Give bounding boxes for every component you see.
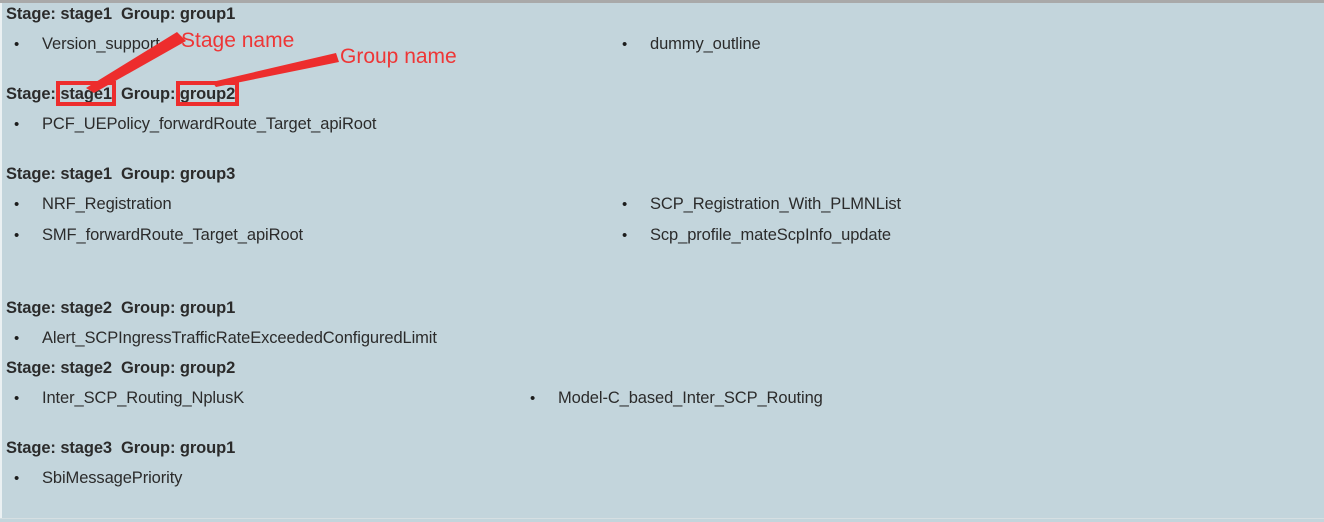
top-divider — [0, 0, 1324, 3]
bottom-page-border — [0, 518, 1324, 519]
list-item: • Version_support — [14, 35, 160, 54]
group-label: Group: — [121, 165, 176, 183]
section-heading: Stage: stage2 Group: group2 — [6, 359, 235, 378]
group-label: Group: — [121, 359, 176, 377]
section-heading: Stage: stage3 Group: group1 — [6, 439, 235, 458]
stage-value: stage1 — [60, 85, 112, 103]
group-value: group1 — [179, 299, 236, 317]
section-heading: Stage: stage1 Group: group2 — [6, 85, 235, 104]
list-item-label: Model-C_based_Inter_SCP_Routing — [558, 389, 823, 407]
list-item-label: SMF_forwardRoute_Target_apiRoot — [42, 226, 304, 244]
stage-label: Stage: — [6, 299, 56, 317]
list-item: • SMF_forwardRoute_Target_apiRoot — [14, 226, 303, 245]
list-item: • PCF_UEPolicy_forwardRoute_Target_apiRoo… — [14, 115, 377, 134]
group-label: Group: — [121, 299, 176, 317]
stage-label: Stage: — [6, 165, 56, 183]
stage-value: stage2 — [60, 299, 112, 317]
list-item-label: dummy_outline — [650, 35, 761, 53]
bullet-icon: • — [530, 390, 536, 407]
list-item: • NRF_Registration — [14, 195, 172, 214]
list-item-label: Alert_SCPIngressTrafficRateExceededConfi… — [42, 329, 437, 347]
bullet-icon: • — [14, 390, 20, 407]
bullet-icon: • — [622, 227, 628, 244]
group-value: group3 — [179, 165, 236, 183]
bullet-icon: • — [14, 116, 20, 133]
section-heading: Stage: stage2 Group: group1 — [6, 299, 235, 318]
list-item-label: Scp_profile_mateScpInfo_update — [650, 226, 892, 244]
list-item: • SCP_Registration_With_PLMNList — [622, 195, 901, 214]
list-item-label: Version_support — [42, 35, 160, 53]
stage-label: Stage: — [6, 5, 56, 23]
list-item-label: PCF_UEPolicy_forwardRoute_Target_apiRoot — [42, 115, 377, 133]
stage-value: stage2 — [60, 359, 112, 377]
stage-label: Stage: — [6, 359, 56, 377]
bullet-icon: • — [622, 36, 628, 53]
section-heading: Stage: stage1 Group: group1 — [6, 5, 235, 24]
list-item-label: SbiMessagePriority — [42, 469, 183, 487]
list-item: • Scp_profile_mateScpInfo_update — [622, 226, 891, 245]
group-label: Group: — [121, 85, 176, 103]
stage-label: Stage: — [6, 85, 56, 103]
bullet-icon: • — [622, 196, 628, 213]
stage-value: stage1 — [60, 165, 112, 183]
left-page-border — [0, 3, 2, 519]
bullet-icon: • — [14, 36, 20, 53]
list-item-label: SCP_Registration_With_PLMNList — [650, 195, 902, 213]
list-item-label: Inter_SCP_Routing_NplusK — [42, 389, 245, 407]
group-value: group2 — [179, 359, 236, 377]
bullet-icon: • — [14, 227, 20, 244]
list-item: • Alert_SCPIngressTrafficRateExceededConf… — [14, 329, 437, 348]
list-item: • dummy_outline — [622, 35, 761, 54]
list-item: • Inter_SCP_Routing_NplusK — [14, 389, 244, 408]
stage-value: stage1 — [60, 5, 112, 23]
group-label: Group: — [121, 5, 176, 23]
list-item-label: NRF_Registration — [42, 195, 172, 213]
list-item: • SbiMessagePriority — [14, 469, 182, 488]
section-heading: Stage: stage1 Group: group3 — [6, 165, 235, 184]
stage-value: stage3 — [60, 439, 112, 457]
group-value: group1 — [179, 439, 236, 457]
group-value: group2 — [179, 85, 236, 103]
bullet-icon: • — [14, 470, 20, 487]
group-label: Group: — [121, 439, 176, 457]
bullet-icon: • — [14, 196, 20, 213]
group-value: group1 — [179, 5, 236, 23]
stage-label: Stage: — [6, 439, 56, 457]
list-item: • Model-C_based_Inter_SCP_Routing — [530, 389, 823, 408]
bullet-icon: • — [14, 330, 20, 347]
